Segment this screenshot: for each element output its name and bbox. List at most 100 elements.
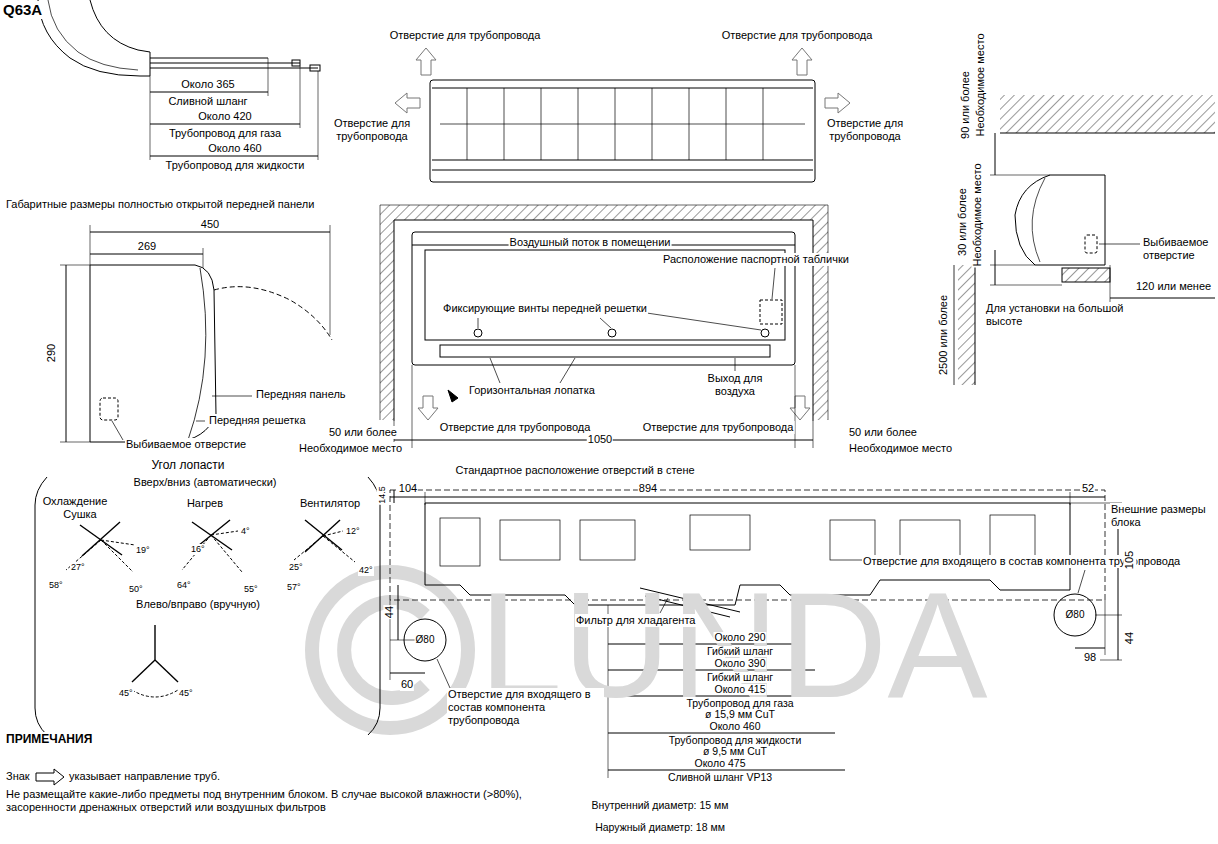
annotation-label: Влево/вправо (вручную) [135, 598, 261, 611]
annotation-label: Отверстие для трубопровода [820, 117, 910, 143]
annotation-label: Расположение паспортной таблички [662, 253, 850, 266]
annotation-label: Трубопровод для газа [685, 698, 794, 709]
note-text: Знак [5, 770, 31, 783]
annotation-label: Сушка [62, 508, 97, 521]
annotation-label: Трубопровод для жидкости [668, 735, 803, 746]
view-title: Угол лопасти [150, 458, 225, 472]
annotation-label: Нагрев [186, 497, 224, 510]
mounting-plate [390, 490, 1122, 778]
annotation-label: Около 460 [708, 721, 761, 732]
annotation-label: Около 415 [713, 684, 766, 695]
part-name: Выбиваемое отверстие [125, 438, 247, 451]
annotation-label: Фиксирующие винты передней решетки [442, 302, 648, 315]
annotation-label: Гибкий шланг [706, 646, 774, 657]
annotation-label: Трубопровод для газа [168, 127, 282, 140]
annotation-label: Гибкий шланг [706, 672, 774, 683]
annotation-label: 27° [70, 562, 86, 573]
annotation-label: 30 или более [956, 187, 969, 257]
blade-angle-panel [35, 477, 380, 735]
annotation-label: Сливной шланг VP13 [667, 772, 773, 783]
pipe-direction-symbol [36, 769, 64, 785]
annotation-label: 55° [243, 584, 259, 595]
annotation-label: 42° [358, 565, 374, 576]
note-text: Не размещайте какие-либо предметы под вн… [5, 788, 572, 814]
view-title: Габаритные размеры полностью открытой пе… [5, 198, 315, 211]
annotation-label: 58° [48, 580, 64, 591]
annotation-label: Около 290 [713, 632, 766, 643]
annotation-label: Внутренний диаметр: 15 мм [591, 800, 730, 811]
annotation-label: Необходимое место [298, 442, 403, 455]
annotation-label: Необходимое место [848, 442, 953, 455]
annotation-label: Около 475 [693, 758, 746, 769]
annotation-label: 98 [1083, 651, 1097, 664]
annotation-label: 104 [398, 482, 418, 495]
annotation-label: Наружный диаметр: 18 мм [594, 822, 726, 833]
unit-front-installation [380, 205, 828, 448]
annotation-label: Отверстие для входящего в состав компоне… [862, 555, 1209, 568]
annotation-label: ø 15,9 мм CuT [704, 709, 776, 720]
annotation-label: 60 [400, 678, 414, 691]
annotation-label: 2500 или более [937, 294, 950, 376]
open-panel-view [60, 225, 332, 442]
annotation-label: 450 [200, 218, 220, 231]
annotation-label: 45° [118, 688, 134, 699]
annotation-label: Внешние размеры блока [1110, 503, 1217, 529]
model-title: Q63A [2, 1, 43, 19]
annotation-label: 16° [190, 544, 206, 555]
annotation-label: 52 [1081, 482, 1095, 495]
unit-top-view [395, 48, 850, 182]
annotation-label: Ø80 [1065, 609, 1086, 621]
annotation-label: 1050 [587, 433, 613, 446]
annotation-label: 90 или более [959, 70, 972, 140]
annotation-label: Отверстие для входящего в состав компоне… [447, 688, 604, 728]
annotation-label: Ø80 [415, 634, 436, 646]
annotation-label: Сливной шланг [167, 95, 248, 108]
annotation-label: Трубопровод для жидкости [165, 159, 306, 172]
annotation-label: 4° [240, 526, 251, 537]
annotation-label: 105 [1123, 550, 1136, 570]
annotation-label: ø 9,5 мм CuT [702, 746, 768, 757]
annotation-label: Около 365 [180, 78, 235, 91]
annotation-label: Необходимое место [971, 163, 984, 268]
annotation-label: Выход для воздуха [699, 372, 771, 398]
annotation-label: Отверстие для трубопровода [721, 29, 874, 42]
annotation-label: Около 420 [197, 110, 252, 123]
annotation-label: 12° [345, 526, 361, 537]
annotation-label: 19° [135, 545, 151, 556]
notes-heading: ПРИМЕЧАНИЯ [5, 732, 93, 746]
annotation-label: Отверстие для трубопровода [327, 117, 417, 143]
annotation-label: Горизонтальная лопатка [468, 384, 596, 397]
annotation-label: 50° [128, 584, 144, 595]
annotation-label: 44 [383, 605, 396, 619]
annotation-label: 269 [137, 240, 157, 253]
part-name: Передняя панель [255, 388, 347, 401]
annotation-label: 50 или более [328, 426, 398, 439]
annotation-label: Отверстие для трубопровода [642, 421, 795, 434]
annotation-label: 57° [286, 582, 302, 593]
part-name: Передняя решетка [208, 414, 307, 427]
annotation-label: 14.5 [377, 485, 388, 505]
annotation-label: 25° [288, 562, 304, 573]
annotation-label: Фильтр для хладагента [575, 614, 696, 627]
annotation-label: Отверстие для трубопровода [439, 421, 592, 434]
view-title: Стандартное расположение отверстий в сте… [454, 464, 695, 477]
annotation-label: Около 390 [713, 658, 766, 669]
annotation-label: 894 [638, 482, 658, 495]
annotation-label: 290 [45, 343, 58, 363]
annotation-label: Отверстие для трубопровода [389, 29, 542, 42]
unit-side-view [38, 0, 320, 160]
note-text: указывает направление труб. [68, 770, 221, 783]
annotation-label: Для установки на большой высоте [985, 302, 1137, 328]
annotation-label: Необходимое место [974, 33, 987, 138]
annotation-label: 64° [176, 580, 192, 591]
annotation-label: Охлаждение [42, 495, 109, 508]
annotation-label: Вентилятор [299, 497, 361, 510]
annotation-label: Около 460 [207, 142, 262, 155]
annotation-label: Воздушный поток в помещении [509, 236, 672, 249]
annotation-label: 120 или менее [1135, 280, 1212, 293]
annotation-label: 45° [178, 688, 194, 699]
annotation-label: Вверх/вниз (автоматически) [133, 476, 278, 489]
annotation-label: 50 или более [848, 426, 918, 439]
annotation-label: 44 [1123, 631, 1136, 645]
